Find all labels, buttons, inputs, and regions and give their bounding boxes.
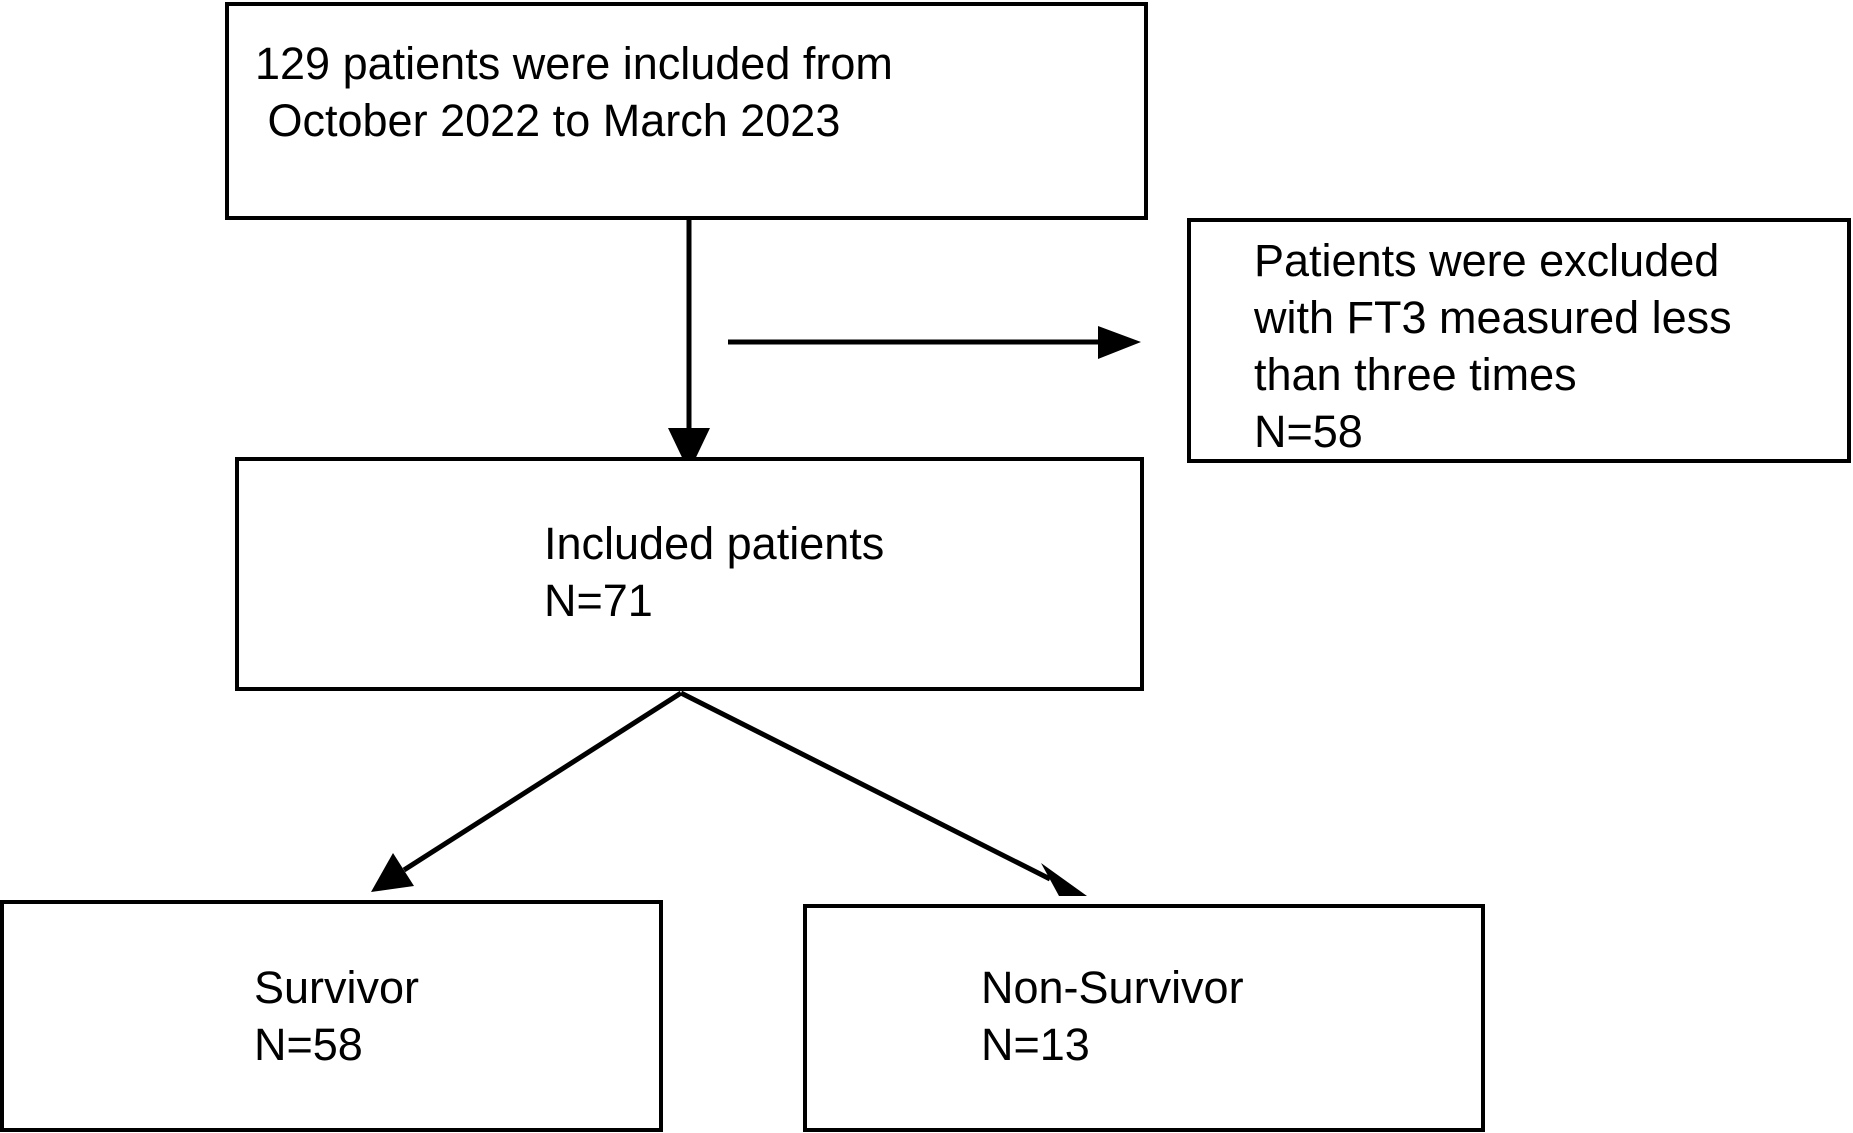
arrowhead-right bbox=[1098, 326, 1141, 359]
survivor-box bbox=[0, 900, 663, 1132]
excluded-count: N=58 bbox=[1254, 406, 1363, 457]
excluded-box-text: Patients were excluded with FT3 measured… bbox=[1254, 232, 1732, 460]
included-count: N=71 bbox=[544, 575, 653, 626]
survivor-box-text: Survivor N=58 bbox=[254, 959, 419, 1073]
excluded-box bbox=[1187, 218, 1851, 463]
included-box-text: Included patients N=71 bbox=[544, 515, 884, 629]
arrowhead-down bbox=[668, 428, 710, 472]
excluded-line-3: than three times bbox=[1254, 349, 1577, 400]
included-box bbox=[235, 457, 1144, 691]
non-survivor-count: N=13 bbox=[981, 1019, 1090, 1070]
arrow-included-to-survivor bbox=[402, 690, 683, 873]
start-box bbox=[225, 2, 1148, 220]
excluded-line-2: with FT3 measured less bbox=[1254, 292, 1732, 343]
arrowhead-non-survivor bbox=[1041, 863, 1087, 896]
survivor-count: N=58 bbox=[254, 1019, 363, 1070]
start-box-text: 129 patients were included from October … bbox=[255, 35, 893, 149]
non-survivor-label: Non-Survivor bbox=[981, 962, 1244, 1013]
start-line-2: October 2022 to March 2023 bbox=[255, 95, 841, 146]
excluded-line-1: Patients were excluded bbox=[1254, 235, 1720, 286]
start-line-1: 129 patients were included from bbox=[255, 38, 893, 89]
non-survivor-box-text: Non-Survivor N=13 bbox=[981, 959, 1244, 1073]
included-label: Included patients bbox=[544, 518, 885, 569]
arrow-included-to-non-survivor bbox=[679, 690, 1052, 882]
arrowhead-survivor bbox=[371, 853, 414, 892]
non-survivor-box bbox=[803, 904, 1485, 1132]
survivor-label: Survivor bbox=[254, 962, 420, 1013]
